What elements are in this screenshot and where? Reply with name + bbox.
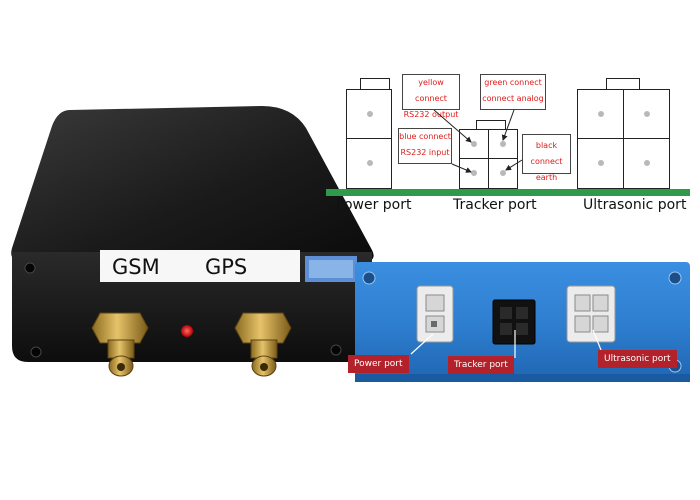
device-top-face: [11, 106, 374, 262]
ultrasonic-port-cell: [623, 138, 670, 189]
gsm-label: GSM: [112, 255, 160, 279]
tracker-port-cell: [488, 129, 518, 159]
tracker-port-label: Tracker port: [453, 197, 537, 213]
black-wire-note: black connect earth: [522, 134, 571, 182]
screw-icon: [330, 344, 342, 356]
tracker-port-cell: [459, 129, 489, 159]
gsm-antenna-connector-icon: [91, 312, 149, 377]
pin-icon: [500, 170, 506, 176]
pin-icon: [471, 170, 477, 176]
gps-antenna-connector-icon: [234, 312, 292, 377]
tracker-port-cell: [459, 158, 489, 189]
ultrasonic-port-cell: [623, 89, 670, 139]
note-line: yellow connect: [415, 78, 447, 103]
screw-icon: [30, 346, 42, 358]
status-led-icon: [181, 325, 193, 337]
ultrasonic-port-callout: Ultrasonic port: [598, 350, 677, 368]
power-port-callout: Power port: [348, 355, 409, 373]
blue-wire-note: blue connect RS232 input: [398, 128, 452, 164]
note-line: connect analog: [482, 94, 544, 103]
tracker-port-cell: [488, 158, 518, 189]
gps-tracker-device-photo: GSM GPS: [11, 106, 374, 377]
power-port-label: Power port: [336, 197, 412, 213]
pin-icon: [500, 141, 506, 147]
ultrasonic-socket-icon: [566, 285, 616, 343]
ground-strip: [326, 189, 690, 196]
tracker-port-callout: Tracker port: [448, 356, 514, 374]
screw-icon: [362, 271, 376, 285]
note-line: earth: [535, 173, 558, 182]
note-line: RS232 output: [403, 110, 459, 119]
ultrasonic-port-cell: [577, 89, 624, 139]
note-line: RS232 input: [400, 148, 450, 157]
pin-icon: [644, 160, 650, 166]
note-line: blue connect: [399, 132, 451, 141]
pin-icon: [367, 160, 373, 166]
pin-icon: [471, 141, 477, 147]
screw-icon: [24, 262, 36, 274]
ultrasonic-port-label: Ultrasonic port: [583, 197, 687, 213]
note-line: black connect: [530, 141, 563, 166]
power-socket-icon: [416, 285, 454, 343]
tracker-socket-icon: [492, 299, 536, 345]
ultrasonic-port-cell: [577, 138, 624, 189]
power-port-cell: [346, 138, 392, 189]
yellow-wire-note: yellow connect RS232 output: [402, 74, 460, 119]
gps-label: GPS: [205, 255, 247, 279]
pin-icon: [598, 160, 604, 166]
pin-icon: [644, 111, 650, 117]
note-line: green connect: [484, 78, 542, 87]
power-port-cell: [346, 89, 392, 139]
pin-icon: [598, 111, 604, 117]
screw-icon: [668, 271, 682, 285]
green-wire-note: green connect connect analog: [480, 74, 546, 110]
pin-icon: [367, 111, 373, 117]
label-strip: [100, 250, 300, 282]
